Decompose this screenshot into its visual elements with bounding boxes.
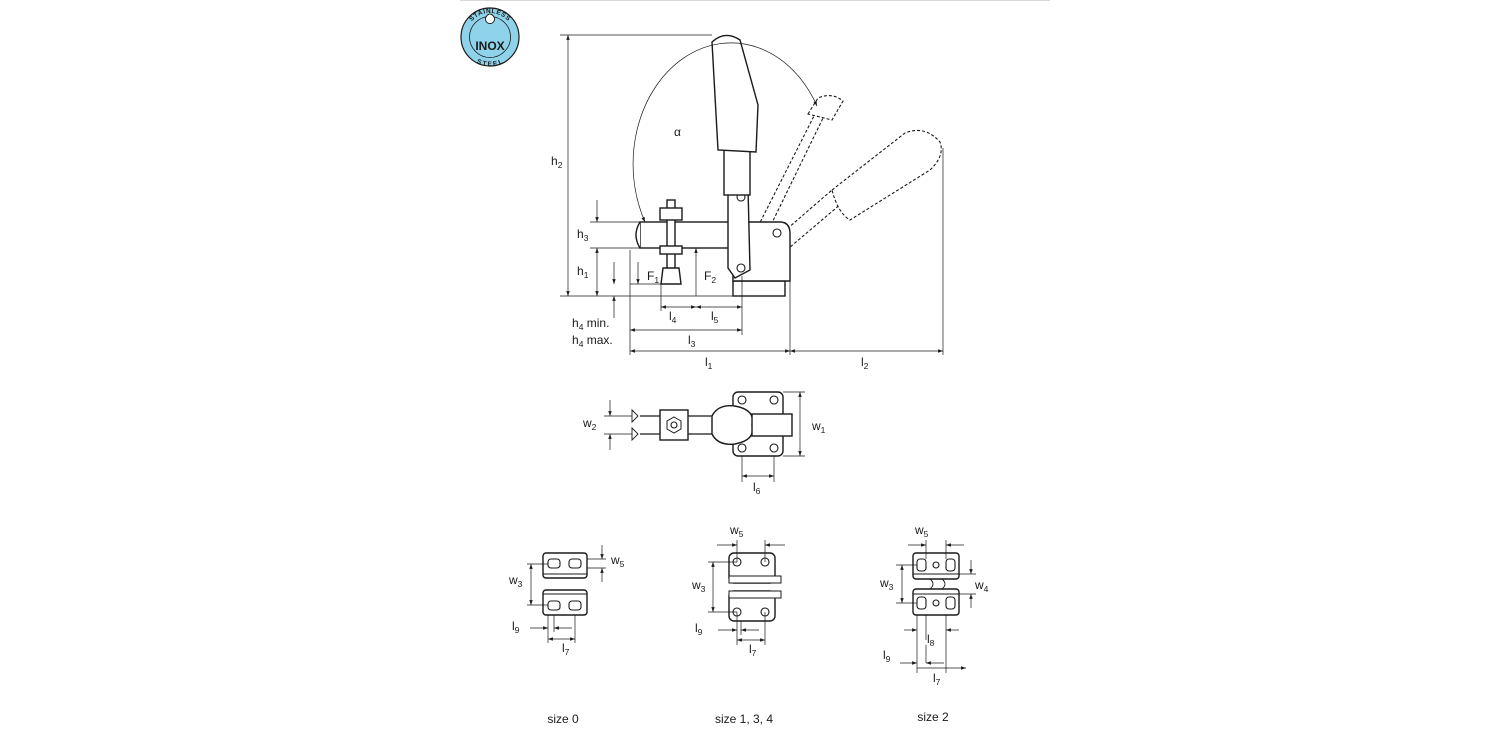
top-view: w1 w2 l6: [582, 391, 826, 496]
alpha-label: α: [674, 125, 681, 139]
water-drop-icon: [485, 13, 495, 24]
h4-min-label: h4 min.: [572, 316, 609, 332]
l6-label: l6: [753, 480, 761, 496]
size2-w4-label: w4: [974, 578, 989, 594]
size2-caption: size 2: [917, 710, 949, 724]
size2-hole-1: [932, 561, 940, 569]
side-view: α h2 h3 h1 h4 min. h4 max. F1 F2 l4 l5 l…: [551, 34, 944, 371]
f1-label: F1: [647, 269, 659, 285]
size0-l7-label: l7: [562, 641, 570, 657]
size2-l7-label: l7: [933, 671, 941, 687]
clamping-arm: [639, 221, 736, 249]
h3-label: h3: [577, 227, 589, 243]
h4-max-label: h4 max.: [572, 333, 613, 349]
size2-l8-label: l8: [927, 632, 935, 648]
size2-slot-2: [945, 558, 956, 572]
stainless-inox-badge: INOX STAINLESS STEEL: [460, 7, 520, 68]
size134-w3-label: w3: [691, 578, 706, 594]
w2-label: w2: [582, 416, 597, 432]
size0-slot-3: [547, 600, 561, 611]
size134-flange-top: [728, 575, 782, 584]
size0-caption: size 0: [547, 712, 579, 726]
mount-hole-2: [769, 395, 779, 405]
pivot-pin: [772, 228, 782, 238]
handle-grip: [711, 34, 759, 153]
l1-label: l1: [705, 355, 713, 371]
size0-slot-2: [568, 558, 582, 569]
w1-label: w1: [811, 419, 826, 435]
size0-slot-1: [547, 558, 561, 569]
size2-link: [929, 578, 946, 590]
size134-l9-label: l9: [695, 621, 703, 637]
size2-w5-label: w5: [914, 523, 929, 539]
size2-slot-4: [945, 596, 956, 610]
badge-center-text: INOX: [475, 39, 504, 53]
l5-label: l5: [711, 309, 719, 325]
arm-tip: [635, 221, 641, 249]
size0-w3-label: w3: [508, 573, 523, 589]
size134-flange-bottom: [728, 590, 782, 599]
h2-label: h2: [551, 154, 563, 170]
spindle-center: [670, 421, 678, 429]
arm-end-top: [631, 408, 639, 424]
l4-label: l4: [669, 309, 677, 325]
f2-label: F2: [704, 269, 716, 285]
size2-l9-label: l9: [883, 648, 891, 664]
size2-hole-2: [932, 599, 940, 607]
alpha-arc: [632, 42, 818, 223]
size0-l9-label: l9: [512, 619, 520, 635]
h1-label: h1: [577, 264, 589, 280]
size134-caption: size 1, 3, 4: [715, 712, 773, 726]
handle-shank: [723, 144, 751, 196]
link-pin-bottom: [736, 263, 746, 273]
mount-hole-3: [737, 443, 747, 453]
spindle-foot: [660, 267, 682, 285]
l2-label: l2: [861, 355, 869, 371]
size-2-detail: w5 w3 w4 l8 l9 l7 size 2: [879, 523, 989, 724]
size-0-detail: w3 w5 l9 l7 size 0: [508, 545, 625, 726]
spindle-nut-top: [659, 207, 683, 221]
size134-l7-label: l7: [749, 642, 757, 658]
size-134-detail: w5 w3 l9 l7 size 1, 3, 4: [691, 523, 785, 726]
badge-bottom-text: STEEL: [476, 58, 505, 68]
arm-end-bottom: [631, 426, 639, 442]
base-plate: [732, 280, 786, 297]
size2-slot-1: [916, 558, 927, 572]
mount-hole-4: [769, 443, 779, 453]
size2-slot-3: [916, 596, 927, 610]
spindle-nut-bottom: [659, 245, 683, 255]
handle-top: [711, 405, 754, 445]
l3-label: l3: [688, 333, 696, 349]
lever-top: [751, 413, 793, 437]
size0-w5-label: w5: [610, 553, 625, 569]
size2-w3-label: w3: [879, 576, 894, 592]
size134-w5-label: w5: [729, 523, 744, 539]
mount-hole-1: [737, 395, 747, 405]
size0-slot-4: [568, 600, 582, 611]
